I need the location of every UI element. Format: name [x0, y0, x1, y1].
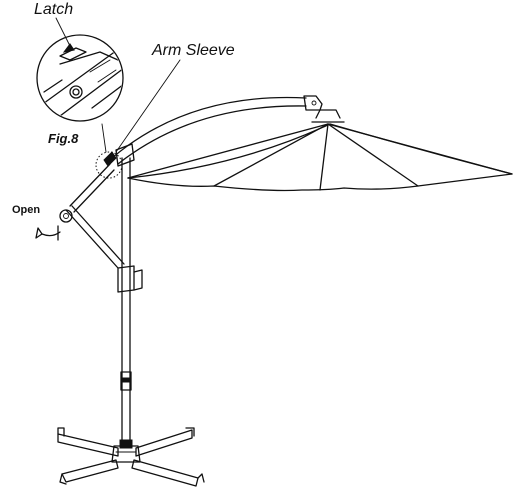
curved-arrow-icon: [35, 225, 61, 241]
detail-connector-line: [101, 123, 107, 153]
cross-base: [57, 427, 205, 487]
umbrella-canopy: [127, 109, 513, 192]
figure-label: Fig.8: [48, 131, 79, 146]
arm-sleeve-leader-line: [115, 59, 181, 153]
cantilever-arm: [111, 95, 323, 165]
latch-marker: [103, 151, 117, 167]
latch-leader-line: [55, 17, 71, 47]
umbrella-pole: [115, 143, 143, 441]
open-label: Open: [12, 204, 40, 216]
latch-detail-magnifier: [36, 34, 124, 122]
arm-sleeve-label: Arm Sleeve: [151, 42, 235, 59]
crank-strut: [59, 163, 125, 269]
latch-label: Latch: [34, 1, 73, 18]
